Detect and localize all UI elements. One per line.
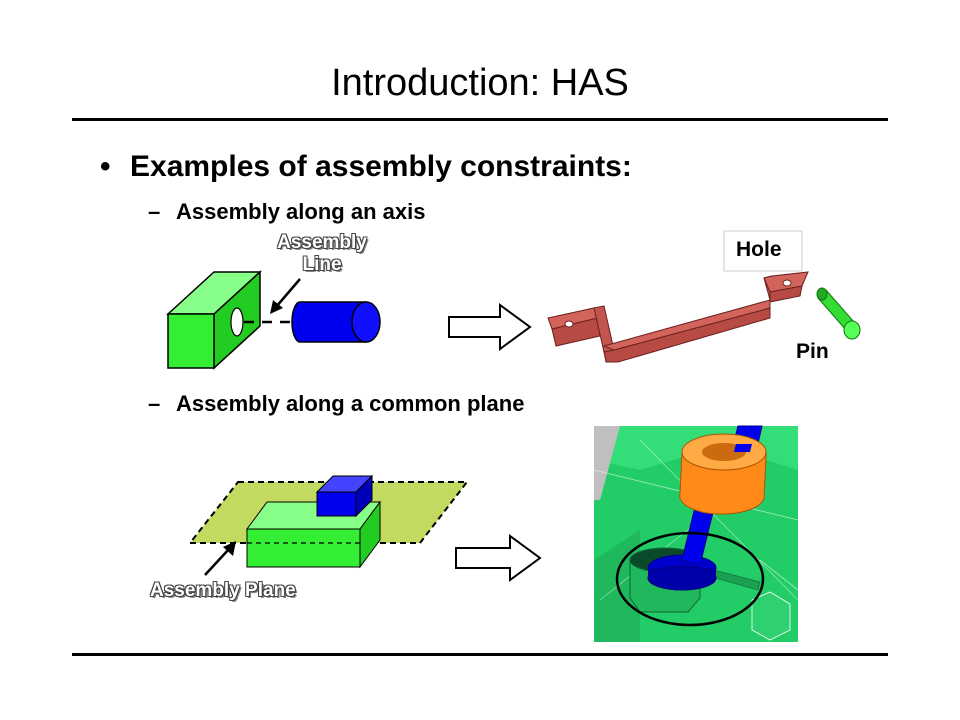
hole-label: Hole xyxy=(736,238,782,261)
green-base-block xyxy=(246,500,381,569)
slide-title: Introduction: HAS xyxy=(331,62,629,104)
sub-marker: – xyxy=(148,199,161,224)
green-block xyxy=(166,270,262,370)
assembly-plane-label: Assembly Plane xyxy=(150,580,296,601)
bullet-text: Examples of assembly constraints: xyxy=(130,150,632,183)
bracket-part xyxy=(547,271,809,363)
hole-label-box xyxy=(723,230,803,272)
sub-bullet-plane: –Assembly along a common plane xyxy=(148,391,524,417)
green-pin xyxy=(816,287,861,340)
blue-top-block xyxy=(315,474,374,518)
sub-marker: – xyxy=(148,391,161,416)
arrow-right-icon xyxy=(448,303,532,351)
pointer-arrow-line xyxy=(270,278,301,314)
sub-bullet-axis-text: Assembly along an axis xyxy=(176,199,426,224)
sub-bullet-axis: –Assembly along an axis xyxy=(148,199,425,225)
assembly-line-label-2: Line xyxy=(302,254,342,275)
bullet-marker: • xyxy=(100,150,111,183)
main-bullet: • Examples of assembly constraints: xyxy=(100,150,632,184)
pointer-arrow-plane xyxy=(204,541,236,576)
assembly-line-label: Assembly Line xyxy=(262,232,382,276)
sub-bullet-plane-text: Assembly along a common plane xyxy=(176,391,525,416)
arrow-right-icon xyxy=(455,534,542,582)
assembly-line-label-1: Assembly xyxy=(277,232,367,253)
blue-cylinder xyxy=(291,301,381,343)
footer-divider xyxy=(72,653,888,656)
title-divider xyxy=(72,118,888,121)
pin-label: Pin xyxy=(796,340,829,363)
cad-screenshot xyxy=(593,425,799,642)
